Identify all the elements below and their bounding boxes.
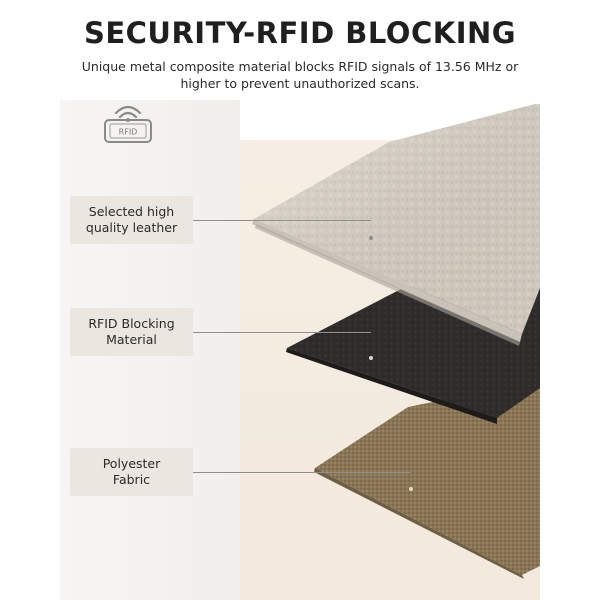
page-title: SECURITY-RFID BLOCKING [83,16,517,50]
rfid-badge: RFID [102,102,154,146]
leader-line-polyester [193,472,411,473]
leader-line-rfid [193,332,371,333]
leader-dot-leather [369,236,373,240]
page-subtitle: Unique metal composite material blocks R… [81,59,519,91]
leader-dot-rfid [369,356,373,360]
rfid-badge-label: RFID [119,128,138,137]
polyester-fabric-layer [315,380,540,575]
leader-line-leather [193,220,371,221]
rfid-card-icon: RFID [104,105,152,143]
label-leather: Selected high quality leather [70,196,193,244]
label-polyester: Polyester Fabric [70,448,193,496]
leader-dot-polyester [409,487,413,491]
label-rfid-blocking: RFID Blocking Material [70,308,193,356]
